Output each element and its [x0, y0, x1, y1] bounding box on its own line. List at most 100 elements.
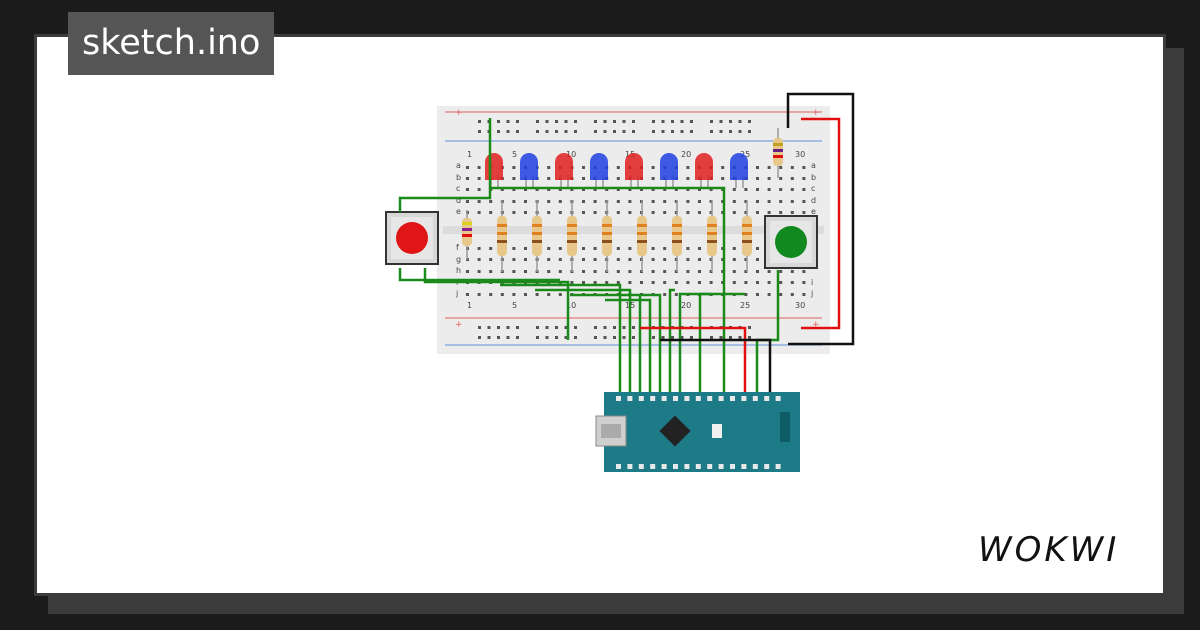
breadboard-hole: [478, 130, 481, 133]
breadboard-hole: [555, 326, 558, 329]
nano-pin: [730, 396, 735, 401]
nano-pin: [695, 396, 701, 401]
breadboard-hole: [477, 188, 481, 191]
rail-plus-label: +: [455, 108, 463, 118]
breadboard-hole: [500, 188, 504, 191]
breadboard-hole: [748, 336, 751, 339]
svg-text:e: e: [811, 207, 816, 216]
breadboard-hole: [732, 247, 736, 250]
breadboard-hole: [632, 130, 635, 133]
breadboard-hole: [616, 166, 620, 169]
breadboard-hole: [466, 200, 469, 203]
svg-text:j: j: [455, 289, 458, 298]
svg-text:+: +: [812, 108, 820, 118]
breadboard-hole: [732, 188, 736, 191]
breadboard-hole: [756, 293, 759, 296]
breadboard-hole: [558, 211, 562, 214]
breadboard-hole: [790, 166, 794, 169]
breadboard-hole: [594, 336, 597, 339]
nano-pin: [775, 464, 781, 469]
led-blue: [730, 153, 748, 188]
breadboard-hole: [545, 120, 549, 123]
breadboard-hole: [512, 247, 516, 250]
breadboard-hole: [622, 336, 626, 339]
breadboard-hole: [651, 247, 655, 250]
breadboard-hole: [593, 258, 597, 261]
breadboard-hole: [545, 326, 549, 329]
sketch-title: sketch.ino: [68, 12, 275, 75]
breadboard-hole: [477, 211, 481, 214]
breadboard-hole: [651, 177, 655, 180]
breadboard-hole: [779, 293, 783, 296]
breadboard-hole: [516, 130, 519, 133]
nano-pin: [627, 396, 633, 401]
breadboard-hole: [524, 200, 527, 203]
breadboard-hole: [790, 211, 794, 214]
breadboard-hole: [698, 211, 701, 214]
left-button[interactable]: [385, 211, 439, 265]
breadboard-hole: [628, 200, 632, 203]
right-button[interactable]: [764, 215, 818, 269]
arduino-nano: [595, 392, 800, 472]
breadboard-hole: [802, 200, 806, 203]
breadboard-hole: [512, 200, 516, 203]
nano-pin: [752, 464, 758, 469]
breadboard-hole: [616, 270, 620, 273]
breadboard-hole: [564, 120, 568, 123]
nano-pin: [661, 464, 667, 469]
breadboard-hole: [719, 130, 723, 133]
breadboard-hole: [545, 336, 549, 339]
pulldown-resistor: [462, 210, 472, 260]
breadboard-hole: [582, 166, 585, 169]
breadboard-hole: [738, 336, 742, 339]
breadboard-hole: [721, 247, 725, 250]
breadboard-hole: [756, 270, 759, 273]
breadboard-hole: [732, 258, 736, 261]
breadboard-hole: [466, 270, 469, 273]
breadboard-hole: [603, 120, 607, 123]
breadboard-hole: [477, 177, 481, 180]
breadboard-hole: [663, 258, 667, 261]
breadboard-hole: [732, 200, 736, 203]
svg-text:10: 10: [566, 301, 576, 310]
breadboard-hole: [671, 336, 674, 339]
breadboard-hole: [744, 211, 748, 214]
breadboard-hole: [594, 326, 597, 329]
breadboard-hole: [756, 281, 759, 284]
led-blue: [590, 153, 608, 188]
breadboard-hole: [564, 326, 568, 329]
red-button-cap[interactable]: [396, 222, 428, 254]
resistor: [707, 200, 717, 272]
breadboard-hole: [593, 247, 597, 250]
nano-pin: [741, 464, 747, 469]
nano-pin: [718, 464, 724, 469]
breadboard-hole: [512, 188, 516, 191]
svg-text:25: 25: [740, 150, 750, 159]
breadboard-hole: [512, 293, 516, 296]
breadboard-hole: [516, 326, 519, 329]
breadboard-hole: [582, 177, 585, 180]
breadboard-hole: [710, 120, 713, 123]
breadboard-hole: [524, 247, 527, 250]
breadboard-hole: [628, 270, 632, 273]
breadboard-hole: [466, 166, 469, 169]
breadboard-hole: [640, 281, 643, 284]
breadboard-hole: [698, 247, 701, 250]
green-button-cap[interactable]: [775, 226, 807, 258]
resistor: [602, 200, 612, 272]
breadboard-hole: [748, 326, 751, 329]
breadboard-hole: [547, 200, 551, 203]
breadboard-hole: [564, 336, 568, 339]
nano-pin: [673, 396, 678, 401]
breadboard-hole: [767, 166, 771, 169]
breadboard-hole: [686, 211, 690, 214]
breadboard-hole: [738, 130, 742, 133]
nano-pin: [661, 396, 667, 401]
breadboard-hole: [477, 200, 481, 203]
svg-text:+: +: [812, 320, 820, 330]
breadboard-hole: [663, 270, 667, 273]
breadboard-hole: [709, 281, 713, 284]
breadboard-hole: [663, 247, 667, 250]
breadboard-hole: [603, 336, 607, 339]
breadboard-hole: [690, 130, 693, 133]
